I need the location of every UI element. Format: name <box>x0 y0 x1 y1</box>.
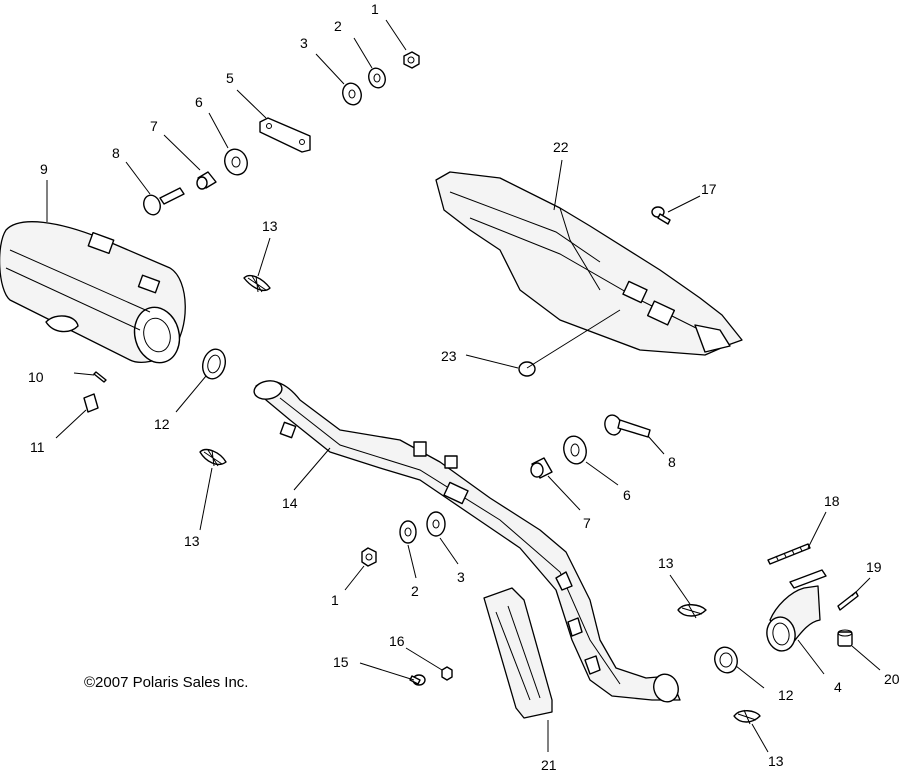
part-gasket-lower <box>714 646 738 674</box>
part-grommet-top <box>342 82 362 106</box>
callout-4: 4 <box>834 679 842 695</box>
callout-12-upper: 12 <box>154 416 170 432</box>
part-washer-lower <box>399 520 417 544</box>
part-tailpipe <box>766 569 827 652</box>
part-nut-lower <box>361 547 377 567</box>
callout-11: 11 <box>30 439 45 455</box>
callout-16: 16 <box>389 633 405 649</box>
part-spring-clip-right <box>677 603 707 619</box>
callout-20: 20 <box>884 671 900 687</box>
part-screw-17 <box>651 206 671 225</box>
callout-17: 17 <box>701 181 717 197</box>
callout-3-top: 3 <box>300 35 308 51</box>
callout-8-right: 8 <box>668 454 676 470</box>
part-sleeve-right <box>530 457 553 479</box>
part-grommet-right <box>563 435 587 465</box>
callout-2-lower: 2 <box>411 583 419 599</box>
part-clip-11 <box>83 393 99 413</box>
callout-13-bottom: 13 <box>768 753 784 769</box>
callout-9: 9 <box>40 161 48 177</box>
callout-13-left: 13 <box>184 533 200 549</box>
part-grommet-upper <box>224 148 248 176</box>
part-nut-16 <box>441 666 453 681</box>
part-pin-10 <box>93 371 107 383</box>
part-spring-19 <box>837 591 859 611</box>
callout-19: 19 <box>866 559 882 575</box>
callout-6-right: 6 <box>623 487 631 503</box>
copyright-notice: ©2007 Polaris Sales Inc. <box>84 674 248 691</box>
part-bolt-right <box>604 414 651 438</box>
callout-7-top: 7 <box>150 118 158 134</box>
part-screw-15 <box>409 674 426 686</box>
callout-6-top: 6 <box>195 94 203 110</box>
callout-23: 23 <box>441 348 457 364</box>
part-muffler <box>0 221 186 364</box>
part-gasket-upper <box>201 348 227 380</box>
callout-8-top: 8 <box>112 145 120 161</box>
callout-2-top: 2 <box>334 18 342 34</box>
leader-lines <box>46 19 881 753</box>
part-heat-shield <box>435 171 743 356</box>
part-washer-top <box>368 67 386 89</box>
callout-13-right: 13 <box>658 555 674 571</box>
callout-7-right: 7 <box>583 515 591 531</box>
callout-1-lower: 1 <box>331 592 339 608</box>
part-bracket-plate <box>259 117 311 153</box>
callout-21: 21 <box>541 757 557 773</box>
part-sleeve-20 <box>837 629 853 647</box>
callout-22: 22 <box>553 139 569 155</box>
part-spring-18 <box>767 543 811 565</box>
part-lower-heat-shield <box>483 587 553 719</box>
part-head-pipe <box>253 380 681 703</box>
callout-13-upper: 13 <box>262 218 278 234</box>
callout-5: 5 <box>226 70 234 86</box>
part-sleeve-upper <box>196 171 217 190</box>
callout-18: 18 <box>824 493 840 509</box>
part-spring-clip-bottom <box>733 709 761 725</box>
part-nut-top <box>403 51 420 69</box>
callout-14: 14 <box>282 495 298 511</box>
callout-10: 10 <box>28 369 44 385</box>
part-bolt-upper <box>143 187 185 216</box>
part-grommet-lower <box>426 511 446 537</box>
callout-3-lower: 3 <box>457 569 465 585</box>
part-spring-clip-upper <box>243 274 271 293</box>
callout-1-top: 1 <box>371 1 379 17</box>
callout-12-lower: 12 <box>778 687 794 703</box>
callout-labels: 1 2 3 5 6 7 8 9 22 17 13 10 11 12 23 8 6… <box>28 1 900 773</box>
callout-15: 15 <box>333 654 349 670</box>
part-spring-clip-left <box>199 448 227 467</box>
